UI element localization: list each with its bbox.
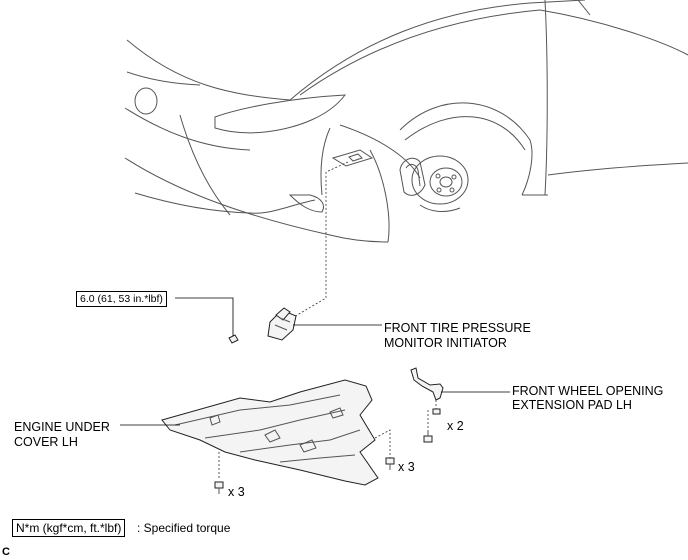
cover-screw-right-icon [385, 457, 395, 470]
initiator-label-line2: MONITOR INITIATOR [384, 336, 507, 350]
pad-screw-qty: x 2 [447, 419, 464, 433]
front-wheel-opening-extension-pad [410, 367, 444, 401]
pad-screw-path [427, 400, 437, 436]
torque-unit-legend-box: N*m (kgf*cm, ft.*lbf) [12, 519, 126, 537]
pad-label-line1: FRONT WHEEL OPENING [512, 384, 664, 398]
cover-screw-path-right [374, 429, 391, 458]
pad-label-line2: EXTENSION PAD LH [512, 398, 632, 412]
cover-label-line2: COVER LH [14, 435, 78, 449]
engine-under-cover [161, 379, 379, 486]
corner-mark: C [2, 546, 10, 558]
cover-screw-qty-bottom: x 3 [228, 485, 245, 499]
front-tire-pressure-monitor-initiator [267, 307, 297, 341]
initiator-install-path [291, 161, 349, 319]
vehicle-front-outline [124, 0, 688, 243]
cover-screw-bottom-icon [214, 481, 224, 494]
initiator-label-line1: FRONT TIRE PRESSURE [384, 321, 531, 335]
initiator-mount-hole [331, 149, 374, 167]
brake-hub-assembly [399, 155, 469, 213]
torque-spec-box: 6.0 (61, 53 in.*lbf) [76, 291, 167, 307]
torque-leader [175, 297, 234, 336]
pad-screw-icon [423, 408, 441, 443]
cover-screw-qty-right: x 3 [398, 460, 415, 474]
torque-unit-legend-desc: : Specified torque [137, 521, 231, 535]
initiator-bolt [228, 334, 239, 344]
cover-label-line1: ENGINE UNDER [14, 420, 110, 434]
